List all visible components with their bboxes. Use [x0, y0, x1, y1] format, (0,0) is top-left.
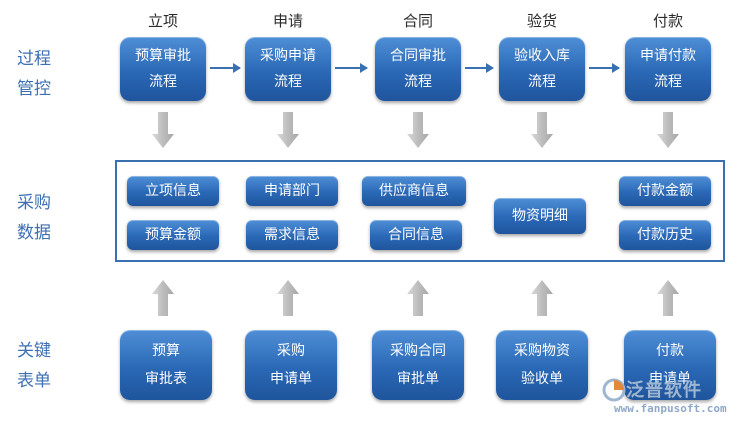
data-item-project-info: 立项信息	[127, 176, 219, 206]
process-box-line: 流程	[149, 74, 177, 90]
row-label-procurement-data: 采购 数据	[6, 188, 62, 248]
form-box-line: 申请单	[649, 371, 691, 387]
data-item-material-detail: 物资明细	[494, 198, 586, 234]
form-box-line: 采购物资	[514, 343, 570, 359]
flow-arrow-right	[589, 63, 620, 73]
down-arrow-icon	[152, 112, 174, 148]
process-box-budget-approval: 预算审批 流程	[120, 37, 206, 101]
down-arrow-icon	[531, 112, 553, 148]
stage-label-request: 申请	[272, 12, 303, 30]
process-box-line: 流程	[528, 74, 556, 90]
row-label-line: 数据	[17, 223, 51, 243]
form-box-contract-approval-form: 采购合同 审批单	[372, 330, 464, 400]
form-box-material-acceptance-form: 采购物资 验收单	[496, 330, 588, 400]
row-label-key-forms: 关键 表单	[6, 336, 62, 396]
data-item-budget-amount: 预算金额	[127, 220, 219, 250]
form-box-budget-approval-sheet: 预算 审批表	[120, 330, 212, 400]
process-box-inspection-storage: 验收入库 流程	[499, 37, 585, 101]
up-arrow-icon	[531, 280, 553, 316]
watermark-brand: 泛普软件	[626, 380, 702, 401]
process-box-line: 申请付款	[640, 48, 696, 64]
form-box-line: 预算	[152, 343, 180, 359]
row-label-line: 过程	[17, 49, 51, 69]
process-box-line: 合同审批	[390, 48, 446, 64]
row-label-line: 关键	[17, 341, 51, 361]
watermark: 泛普软件 www.fanpusoft.com	[600, 374, 736, 422]
form-box-line: 验收单	[521, 371, 563, 387]
form-box-line: 采购合同	[390, 343, 446, 359]
form-box-line: 审批表	[145, 371, 187, 387]
stage-label-contract: 合同	[402, 12, 433, 30]
flow-arrow-right	[335, 63, 368, 73]
process-box-line: 采购申请	[260, 48, 316, 64]
flow-arrow-right	[465, 63, 494, 73]
row-label-line: 采购	[17, 193, 51, 213]
data-item-request-dept: 申请部门	[246, 176, 338, 206]
up-arrow-icon	[152, 280, 174, 316]
watermark-url: www.fanpusoft.com	[614, 402, 727, 415]
stage-label-payment: 付款	[652, 12, 683, 30]
down-arrow-icon	[277, 112, 299, 148]
up-arrow-icon	[657, 280, 679, 316]
form-box-line: 采购	[277, 343, 305, 359]
form-box-line: 申请单	[270, 371, 312, 387]
data-item-demand-info: 需求信息	[246, 220, 338, 250]
fanpu-logo-icon	[602, 378, 626, 402]
process-box-line: 流程	[654, 74, 682, 90]
process-box-line: 流程	[404, 74, 432, 90]
down-arrow-icon	[657, 112, 679, 148]
process-box-purchase-request: 采购申请 流程	[245, 37, 331, 101]
form-box-payment-request-form: 付款 申请单	[624, 330, 716, 400]
stage-label-inspection: 验货	[526, 12, 557, 30]
process-box-contract-approval: 合同审批 流程	[375, 37, 461, 101]
up-arrow-icon	[277, 280, 299, 316]
form-box-purchase-request-form: 采购 申请单	[245, 330, 337, 400]
data-item-supplier-info: 供应商信息	[362, 176, 466, 206]
down-arrow-icon	[407, 112, 429, 148]
form-box-line: 审批单	[397, 371, 439, 387]
process-box-payment-request: 申请付款 流程	[625, 37, 711, 101]
stage-label-project: 立项	[147, 12, 178, 30]
row-label-process-control: 过程 管控	[6, 44, 62, 104]
process-box-line: 流程	[274, 74, 302, 90]
row-label-line: 表单	[17, 371, 51, 391]
up-arrow-icon	[407, 280, 429, 316]
process-box-line: 预算审批	[135, 48, 191, 64]
data-item-payment-amount: 付款金额	[619, 176, 711, 206]
flow-arrow-right	[210, 63, 241, 73]
process-box-line: 验收入库	[514, 48, 570, 64]
row-label-line: 管控	[17, 79, 51, 99]
data-item-payment-history: 付款历史	[619, 220, 711, 250]
data-item-contract-info: 合同信息	[370, 220, 462, 250]
form-box-line: 付款	[656, 343, 684, 359]
